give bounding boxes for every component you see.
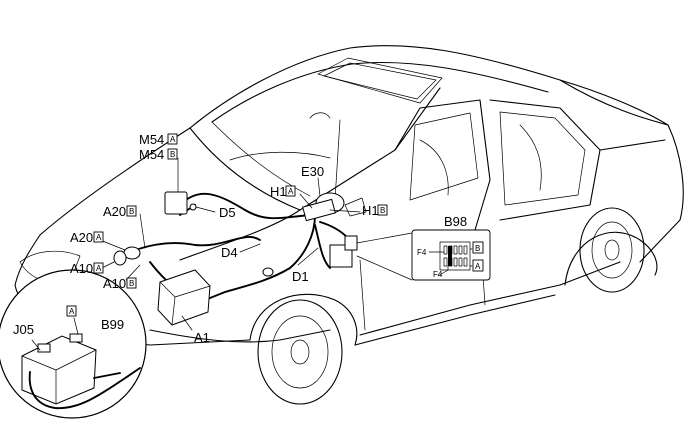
label-b98: B98 [444,214,467,229]
component-m54 [164,191,188,215]
label-h1a: H1 A [270,184,296,199]
svg-text:D4: D4 [221,245,238,260]
label-b98-box-b: B [472,241,484,254]
svg-text:B98: B98 [444,214,467,229]
svg-text:B: B [170,150,175,159]
svg-text:F4: F4 [433,270,443,279]
car-outline [14,45,684,405]
component-d4-connector [262,267,274,277]
label-d1: D1 [292,269,309,284]
svg-text:E30: E30 [301,164,324,179]
label-inset-box-a: A [66,305,77,317]
svg-text:B: B [129,207,134,216]
label-a10a: A10 A [70,261,104,276]
svg-text:A1: A1 [194,330,210,345]
svg-text:A10: A10 [70,261,93,276]
inset-battery-detail [0,269,147,419]
label-e30: E30 [301,164,324,179]
component-a1-battery [157,269,211,326]
fuse-box-b98 [356,229,491,281]
label-f4-bottom: F4 [433,270,443,279]
component-a20 [113,246,141,266]
svg-text:J05: J05 [13,322,34,337]
svg-text:A20: A20 [103,204,126,219]
svg-text:A: A [170,135,176,144]
svg-text:B: B [475,244,480,253]
svg-text:A: A [475,262,481,271]
label-d5: D5 [219,205,236,220]
svg-text:M54: M54 [139,147,164,162]
svg-text:B: B [129,279,134,288]
label-m54b: M54 B [139,147,178,162]
svg-text:A20: A20 [70,230,93,245]
svg-text:F4: F4 [417,248,427,257]
label-a1: A1 [194,330,210,345]
svg-text:A: A [288,187,294,196]
component-d1-unit [329,235,358,268]
label-b99: B99 [101,317,124,332]
label-d4: D4 [221,245,238,260]
svg-text:A: A [96,233,102,242]
svg-text:H1: H1 [362,203,379,218]
label-a20b: A20 B [103,204,137,219]
label-f4-left: F4 [417,248,427,257]
label-m54a: M54 A [139,132,178,147]
svg-text:A: A [96,264,102,273]
svg-text:M54: M54 [139,132,164,147]
label-j05: J05 [13,322,34,337]
label-a20a: A20 A [70,230,104,245]
svg-text:A: A [69,307,75,316]
svg-text:B99: B99 [101,317,124,332]
label-a10b: A10 B [103,276,137,291]
svg-text:H1: H1 [270,184,287,199]
svg-text:B: B [380,206,385,215]
svg-text:D5: D5 [219,205,236,220]
label-h1b: H1 B [362,203,388,218]
svg-text:A10: A10 [103,276,126,291]
component-e30 [302,192,345,222]
svg-text:D1: D1 [292,269,309,284]
component-d5-connector [189,203,197,211]
label-b98-box-a: A [472,259,484,272]
leader-lines [99,157,361,331]
